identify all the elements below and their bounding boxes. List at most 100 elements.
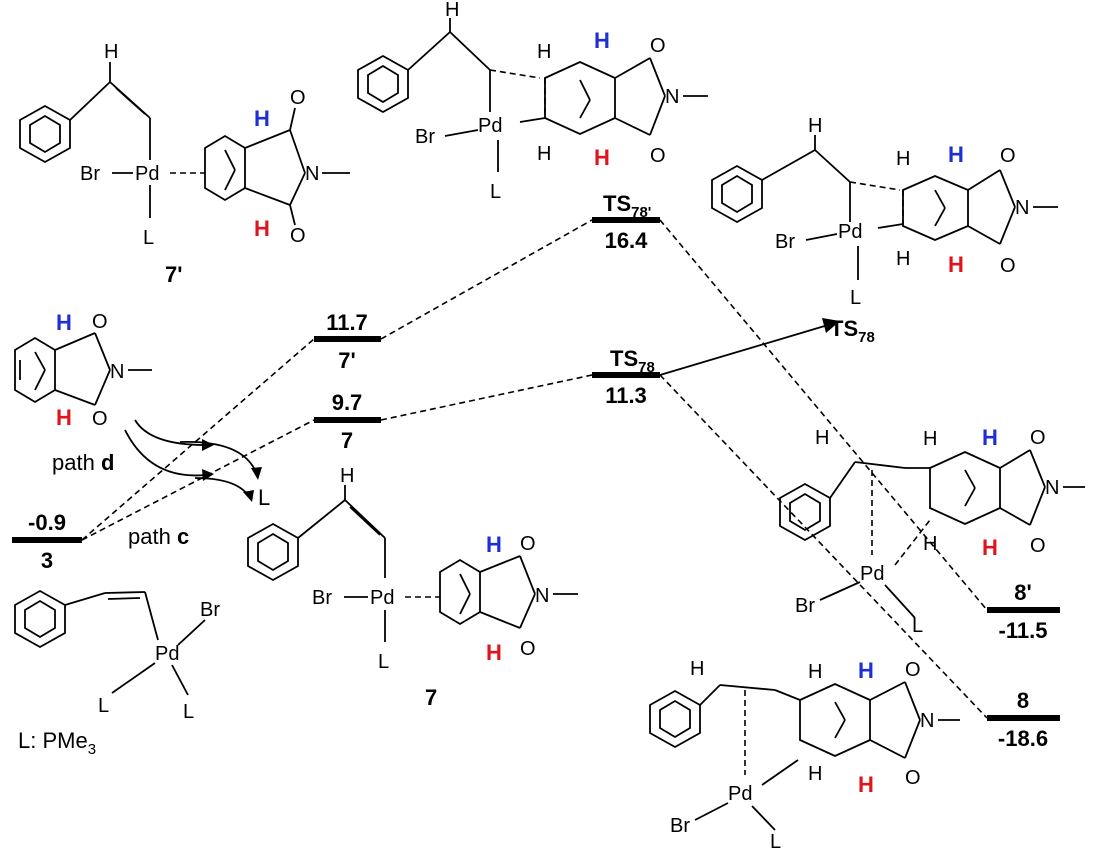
atom-br: Br bbox=[795, 595, 815, 617]
name-7p: 7' bbox=[338, 348, 355, 373]
atom-l: L bbox=[98, 695, 109, 717]
atom-o: O bbox=[650, 35, 666, 57]
atom-o: O bbox=[92, 408, 108, 430]
norbornane-ring bbox=[902, 175, 969, 241]
atom-o: O bbox=[520, 638, 536, 660]
atom-pd: Pd bbox=[370, 587, 394, 609]
atom-o: O bbox=[905, 767, 921, 789]
phenyl-ring bbox=[779, 482, 831, 542]
structure-ts78p: H Br Pd L H H N O O H H bbox=[357, 0, 708, 203]
structure-7: H Br Pd L N O O H H 7 bbox=[247, 465, 578, 710]
phenyl-ring bbox=[649, 689, 701, 749]
phenyl-inner bbox=[257, 532, 289, 572]
structure-imide: N O O H H bbox=[14, 310, 152, 430]
atom-h-blue: H bbox=[254, 106, 270, 131]
energy-7p: 11.7 bbox=[326, 310, 368, 335]
energy-3: -0.9 bbox=[28, 510, 66, 535]
energy-8: -18.6 bbox=[998, 726, 1048, 751]
atom-n: N bbox=[535, 585, 549, 607]
curved-arrow-icon bbox=[179, 441, 256, 471]
connector-7p-ts78p bbox=[380, 219, 593, 340]
connector-ts78-8 bbox=[659, 374, 988, 719]
atom-h-blue: H bbox=[486, 532, 502, 557]
atom-h: H bbox=[537, 143, 551, 165]
energy-8p: -11.5 bbox=[999, 618, 1048, 643]
connector-3-7 bbox=[81, 419, 315, 541]
atom-h: H bbox=[690, 658, 704, 680]
connector-3-7p bbox=[81, 338, 315, 541]
arrow-ts78-structure bbox=[659, 324, 829, 376]
atom-l: L bbox=[912, 615, 923, 637]
atom-pd: Pd bbox=[728, 783, 752, 805]
curved-arrow-icon bbox=[134, 419, 206, 446]
atom-h: H bbox=[104, 41, 118, 63]
phenyl-ring bbox=[711, 164, 763, 224]
path-labels: path d path c L bbox=[52, 419, 270, 549]
phenyl-inner bbox=[24, 599, 56, 639]
atom-l: L bbox=[378, 651, 389, 673]
atom-o: O bbox=[92, 311, 108, 333]
norbornene-ring bbox=[204, 134, 246, 202]
atom-h-blue: H bbox=[982, 425, 998, 450]
atom-o: O bbox=[1000, 255, 1016, 277]
energy-ts78p: 16.4 bbox=[605, 228, 649, 253]
atom-l: L bbox=[770, 831, 781, 853]
path-d-label: path d bbox=[52, 450, 114, 475]
atom-o: O bbox=[1000, 145, 1016, 167]
atom-o: O bbox=[290, 225, 306, 247]
atom-br: Br bbox=[312, 587, 332, 609]
name-7: 7 bbox=[341, 428, 353, 453]
atom-pd: Pd bbox=[478, 115, 502, 137]
connector-7-ts78 bbox=[380, 374, 593, 421]
name-ts78: TS78 bbox=[610, 346, 655, 376]
structure-8: H H H N O O H H Pd Br L bbox=[649, 658, 960, 853]
norbornane-ring bbox=[799, 683, 871, 757]
phenyl-ring bbox=[19, 104, 71, 164]
norbornane-ring bbox=[544, 61, 616, 135]
path-c-label: path c bbox=[128, 524, 189, 549]
ligand-L-released: L bbox=[258, 485, 270, 510]
atom-o: O bbox=[905, 659, 921, 681]
energy-7: 9.7 bbox=[332, 390, 363, 415]
name-ts78p: TS78' bbox=[603, 191, 651, 221]
atom-n: N bbox=[110, 361, 124, 383]
atom-h-blue: H bbox=[858, 658, 874, 683]
name-8p: 8' bbox=[1014, 580, 1031, 605]
name-3: 3 bbox=[41, 548, 53, 573]
phenyl-inner bbox=[367, 64, 399, 104]
phenyl-ring bbox=[14, 589, 66, 649]
atom-pd: Pd bbox=[155, 643, 179, 665]
arrow-head-icon bbox=[243, 490, 254, 502]
atom-h-red: H bbox=[982, 535, 998, 560]
structure-7p: H Br Pd L N O O H H 7' bbox=[19, 41, 350, 287]
atom-br: Br bbox=[80, 163, 100, 185]
curved-arrow-icon bbox=[194, 477, 249, 496]
name-8: 8 bbox=[1017, 688, 1029, 713]
compound-label-7p: 7' bbox=[165, 262, 182, 287]
atom-l: L bbox=[143, 227, 154, 249]
atom-h-blue: H bbox=[56, 310, 72, 335]
atom-br: Br bbox=[775, 231, 795, 253]
atom-h: H bbox=[808, 115, 822, 137]
norbornane-ring bbox=[929, 451, 1001, 525]
arrow-head-icon bbox=[251, 467, 262, 480]
energy-ts78: 11.3 bbox=[605, 383, 647, 408]
atom-o: O bbox=[520, 533, 536, 555]
phenyl-inner bbox=[29, 114, 61, 154]
atom-h: H bbox=[808, 661, 822, 683]
atom-pd: Pd bbox=[860, 563, 884, 585]
atom-o: O bbox=[1030, 535, 1046, 557]
atom-h-red: H bbox=[56, 405, 72, 430]
energy-levels bbox=[12, 217, 1060, 721]
connectors bbox=[81, 219, 988, 719]
atom-h: H bbox=[808, 763, 822, 785]
atom-n: N bbox=[1015, 197, 1029, 219]
atom-h-red: H bbox=[858, 772, 874, 797]
atom-o: O bbox=[1030, 427, 1046, 449]
compound-label-7: 7 bbox=[425, 685, 437, 710]
structure-ts78: H Br Pd L H H N O O H H TS78 bbox=[711, 115, 1058, 346]
atom-l: L bbox=[850, 287, 861, 309]
atom-h-blue: H bbox=[594, 28, 610, 53]
arrow-head-icon bbox=[202, 439, 214, 451]
phenyl-inner bbox=[659, 699, 691, 739]
